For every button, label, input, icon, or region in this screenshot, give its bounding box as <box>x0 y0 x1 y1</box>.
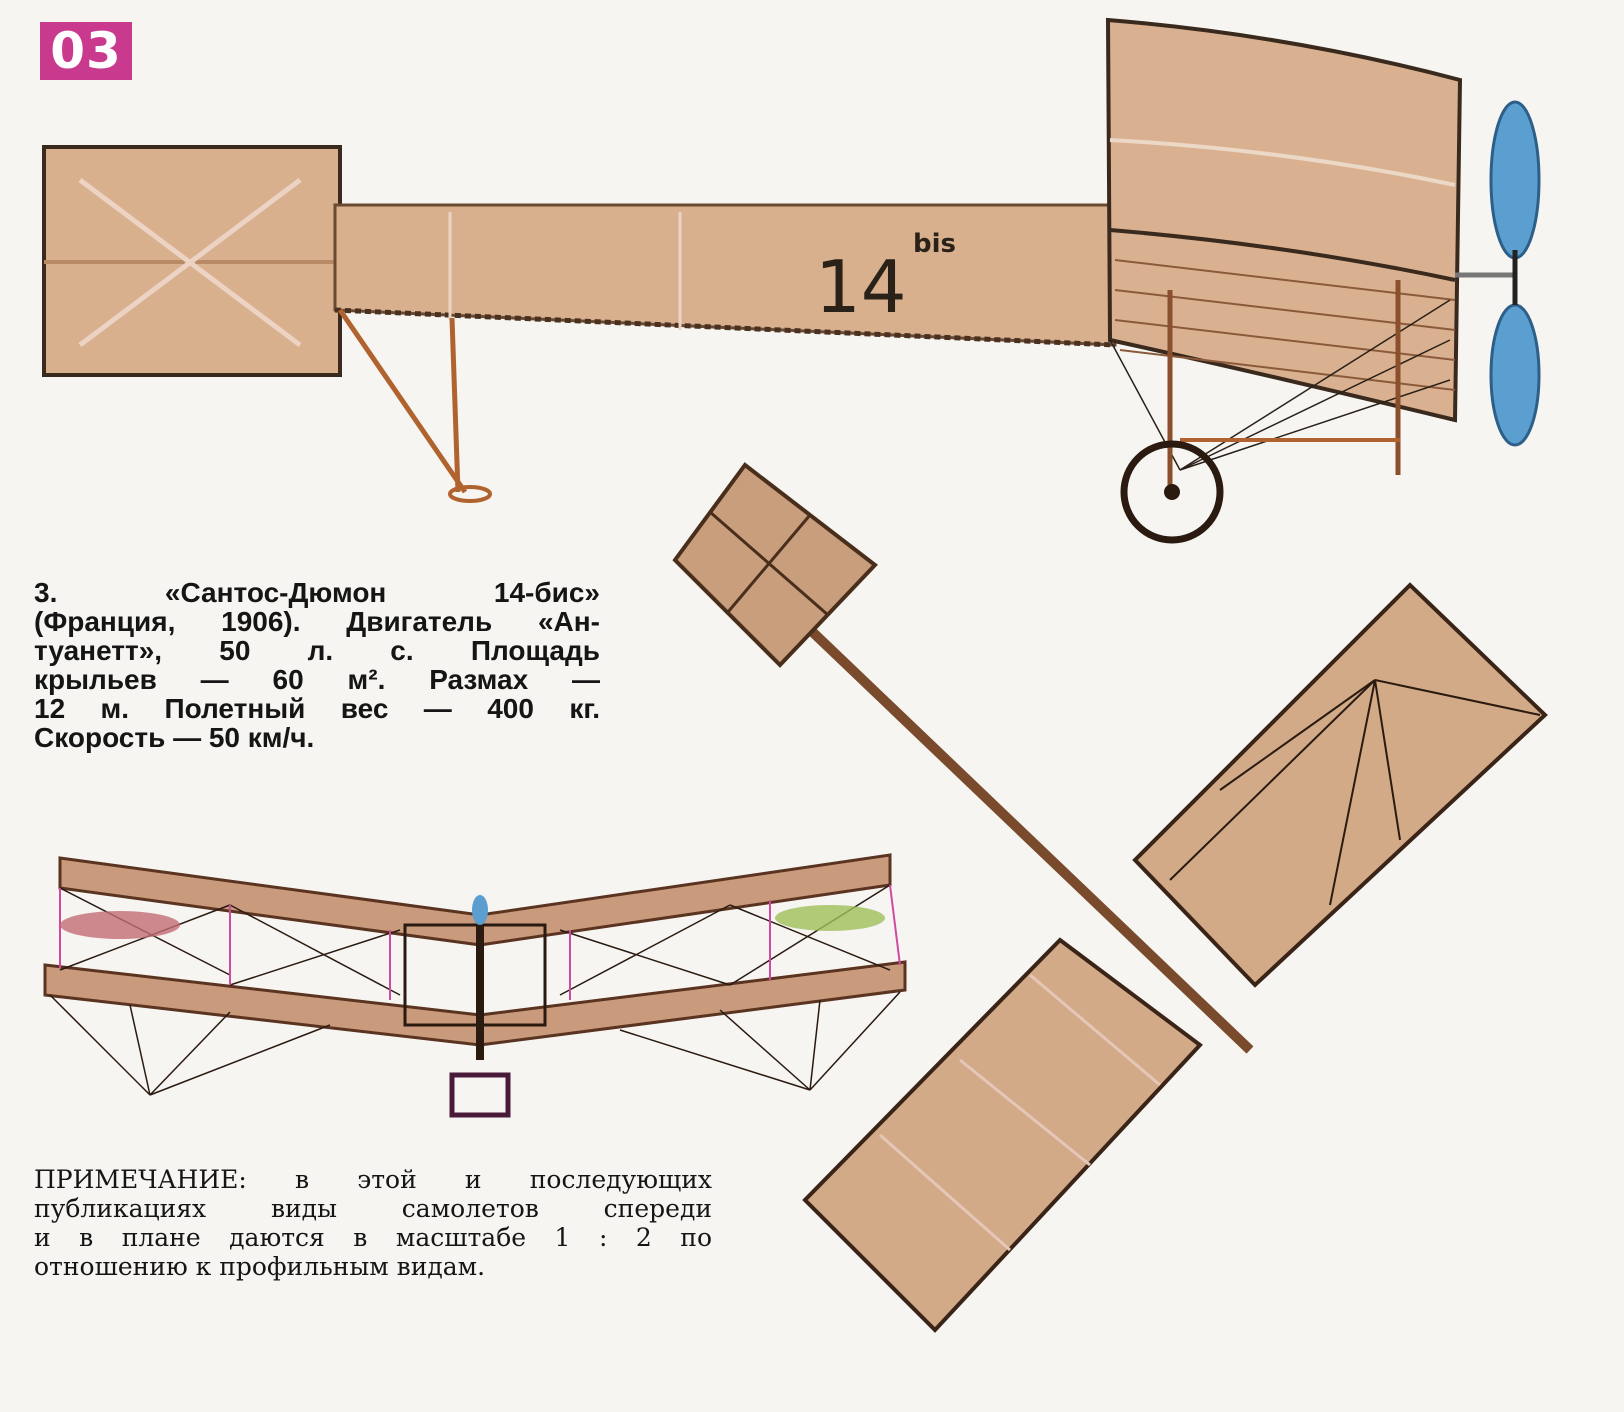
caption-line: (Франция, 1906). Двигатель «Ан- <box>34 606 600 637</box>
plan-view-illustration <box>672 462 1548 1333</box>
caption-line: 3. «Сантос-Дюмон 14-бис» <box>34 577 600 608</box>
tail-plan <box>672 462 878 668</box>
caption-line: крыльев — 60 м². Размах — <box>34 664 600 695</box>
caption-line: 12 м. Полетный вес — 400 кг. <box>34 693 600 724</box>
landing-gear <box>449 1072 511 1118</box>
note-line: ПРИМЕЧАНИЕ: в этой и последующих <box>34 1165 712 1194</box>
propeller-front <box>472 895 488 925</box>
wing-plan-left <box>802 937 1203 1333</box>
side-view-illustration: 14 bis <box>42 17 1541 544</box>
front-view-illustration <box>43 853 907 1118</box>
aircraft-number: 14 <box>815 245 907 329</box>
scale-note: ПРИМЕЧАНИЕ: в этой и последующих публика… <box>34 1165 712 1281</box>
propeller-upper-blade <box>1489 100 1541 260</box>
lower-wing-front <box>43 960 907 1047</box>
wheel <box>1120 440 1224 544</box>
wing-plan-right <box>1132 582 1548 988</box>
aircraft-number-suffix: bis <box>913 229 956 259</box>
note-line: публикациях виды самолетов спереди <box>34 1194 712 1223</box>
aircraft-caption: 3. «Сантос-Дюмон 14-бис» (Франция, 1906)… <box>34 578 600 752</box>
caption-line: Скорость — 50 км/ч. <box>34 722 315 753</box>
note-line: отношению к профильным видам. <box>34 1252 486 1281</box>
caption-line: туанетт», 50 л. с. Площадь <box>34 635 600 666</box>
note-line: и в плане даются в масштабе 1 : 2 по <box>34 1223 712 1252</box>
page-number-badge: 03 <box>40 22 132 80</box>
propeller-lower-blade <box>1489 303 1541 447</box>
